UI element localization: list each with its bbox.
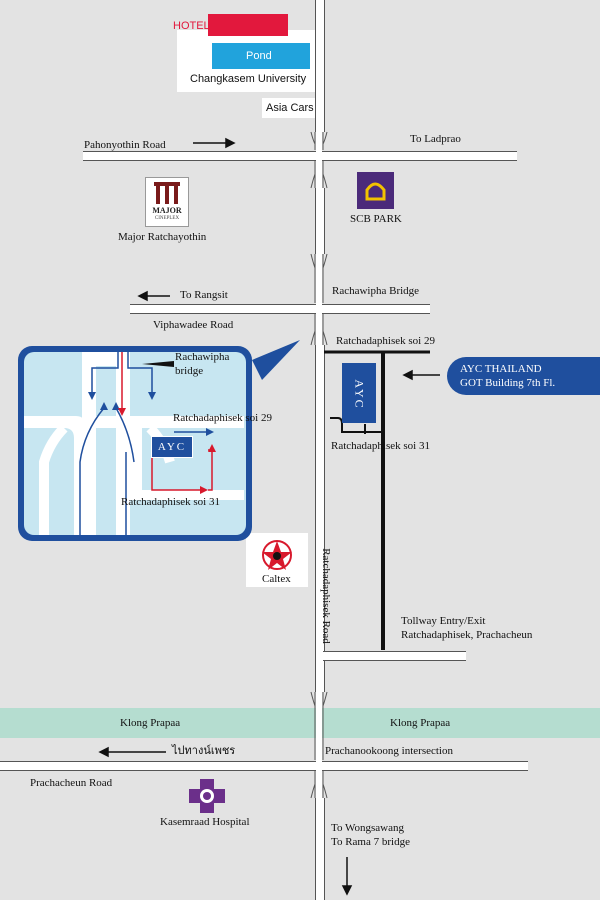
pahonyothin-road [83,151,517,161]
ayc-building-marker: AYC [342,363,376,423]
main-road-upper [315,188,325,254]
scb-icon [365,182,386,201]
viphawadee-label: Viphawadee Road [153,319,234,331]
hotel-color-bar [208,14,288,36]
tollway-road [323,651,466,661]
major-icon [154,182,180,204]
inset-soi29-label: Ratchadaphisek soi 29 [173,412,272,424]
hospital-logo [187,777,227,815]
viphawadee-road [130,304,430,314]
inset-rachawipha-2: bridge [175,365,204,377]
pahonyothin-label: Pahonyothin Road [84,139,166,151]
klong-canal [0,708,600,738]
prachacheun-label: Prachacheun Road [30,777,113,789]
caltex-star-icon [262,540,292,570]
soi31-label: Ratchadaphisek soi 31 [331,440,430,452]
major-logo: MAJOR CINEPLEX [145,177,189,227]
inset-map: AYC Rachawipha bridge Ratchadaphisek soi… [18,346,272,541]
kasemraad-label: Kasemraad Hospital [160,816,250,828]
scb-logo [357,172,394,209]
inset-rachawipha-1: Rachawipha [175,351,230,363]
ratchadaphisek-road-label: Ratchadaphisek Road [319,548,332,644]
to-rama7-label: To Rama 7 bridge [331,836,410,848]
to-wongsawang-label: To Wongsawang [331,822,404,834]
caltex-label: Caltex [262,573,291,585]
klong-right-label: Klong Prapaa [390,717,451,729]
asia-cars-label: Asia Cars [266,102,314,114]
tollway-label-2: Ratchadaphisek, Prachacheun [401,629,533,641]
major-label: Major Ratchayothin [118,231,207,243]
to-rangsit-label: To Rangsit [180,289,228,301]
pond-label: Pond [246,50,272,62]
klong-left-label: Klong Prapaa [120,717,181,729]
ayc-callout-line2: GOT Building 7th Fl. [460,377,556,389]
inset-soi31-label: Ratchadaphisek soi 31 [121,496,220,508]
to-ladprao-label: To Ladprao [410,133,461,145]
inset-ayc-text: AYC [157,441,187,453]
university-label: Changkasem University [190,73,307,85]
main-road-middle [315,345,325,692]
main-road-top [315,0,325,132]
inset-ayc-box: AYC [151,436,193,458]
prachanookoong-label: Prachanookoong intersection [325,745,453,757]
major-logo-text: MAJOR [152,206,182,215]
soi29-label: Ratchadaphisek soi 29 [336,335,435,347]
hospital-cross-icon [189,779,225,813]
main-road-lower [315,798,325,900]
ayc-callout-line1: AYC THAILAND [460,363,542,375]
prachacheun-road [0,761,528,771]
major-logo-sub: CINEPLEX [154,216,180,221]
ayc-building-text: AYC [352,379,367,410]
rachawipha-bridge-label: Rachawipha Bridge [332,285,420,297]
asia-cars-box [262,98,315,118]
thai-direction-label: ไปทางน์เพชร [172,745,236,757]
hotel-label: HOTEL [173,20,210,32]
scb-label: SCB PARK [350,213,402,225]
tollway-label-1: Tollway Entry/Exit [401,615,486,627]
pond-box [212,43,310,69]
inset-map-inner: AYC [24,352,246,535]
ayc-callout: AYC THAILAND GOT Building 7th Fl. [447,357,600,395]
caltex-box [246,533,308,587]
inset-roads [24,352,244,535]
